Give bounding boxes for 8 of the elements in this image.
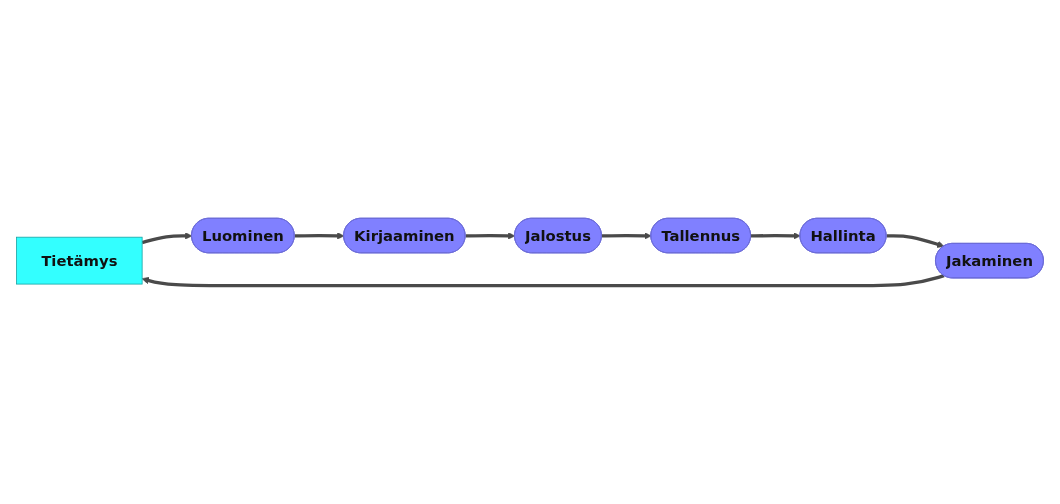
arrow (141, 274, 945, 288)
arrow (886, 234, 945, 248)
node-box: Tietämys (16, 236, 143, 285)
arrow (294, 232, 345, 240)
arrow (601, 232, 652, 240)
arrow (141, 232, 193, 245)
arrow (465, 232, 516, 240)
arrow (750, 232, 801, 240)
